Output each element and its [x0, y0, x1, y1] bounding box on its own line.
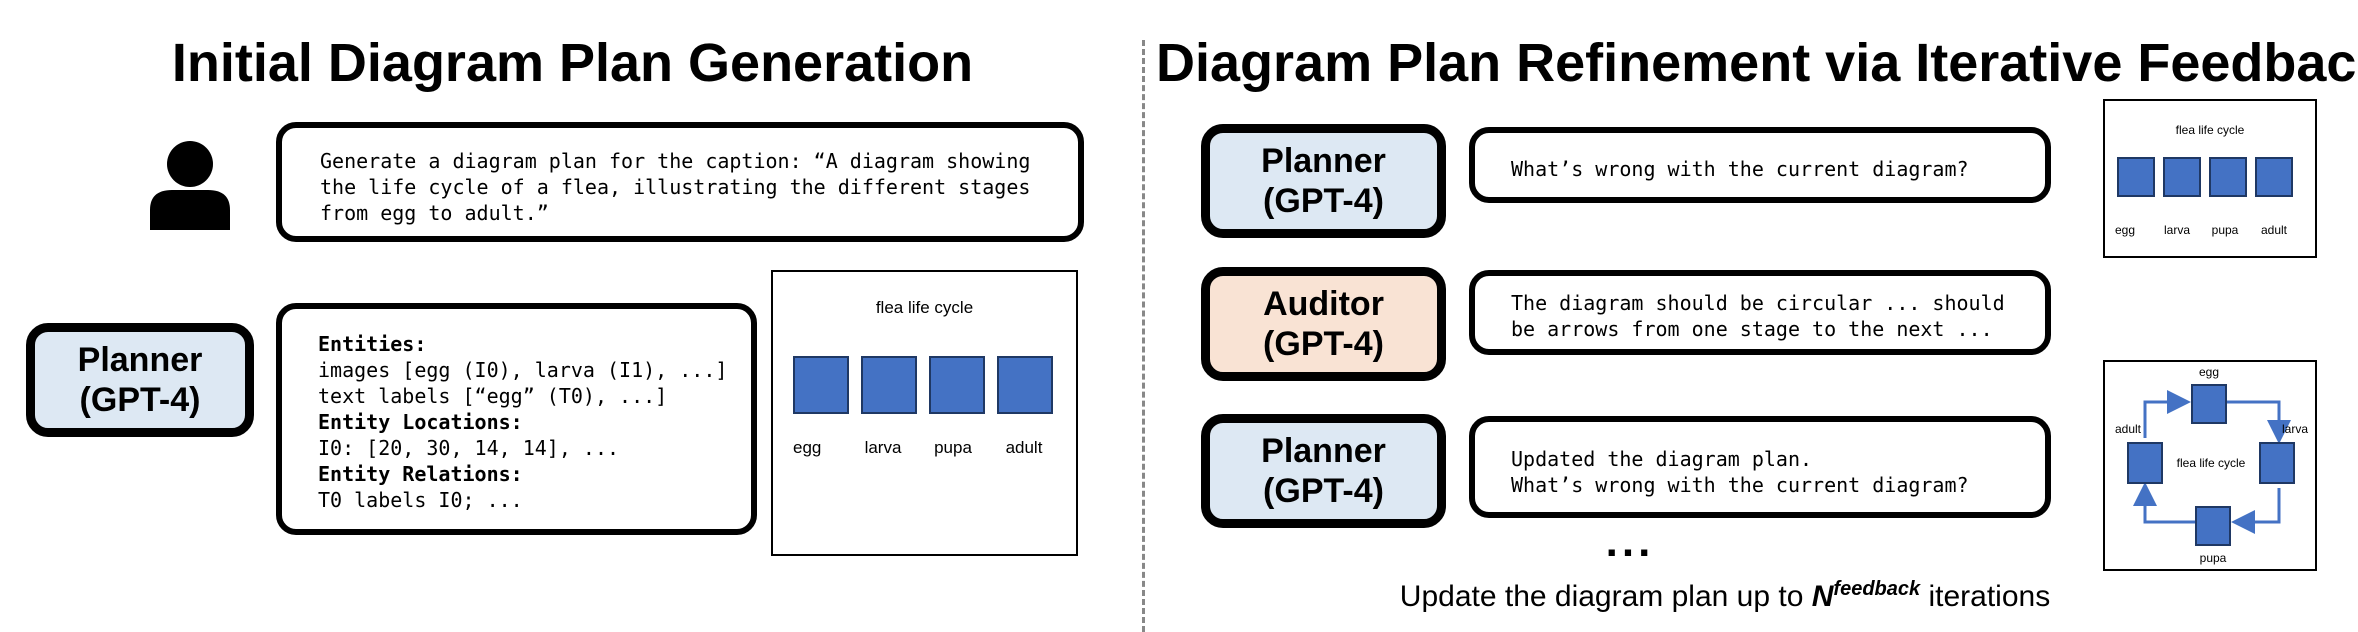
left-panel-title: Initial Diagram Plan Generation	[171, 33, 974, 93]
locations-heading: Entity Locations:	[318, 410, 523, 434]
planner-label-1: Planner	[1261, 142, 1386, 180]
linear-adult-box	[2255, 157, 2293, 197]
linear-diagram-title: flea life cycle	[2175, 123, 2245, 137]
linear-larva-box	[2163, 157, 2201, 197]
linear-pupa-box	[2209, 157, 2247, 197]
planner-model-1: (GPT-4)	[1263, 182, 1384, 220]
planner-label: Planner	[77, 341, 203, 379]
iteration-footer: Update the diagram plan up to Nfeedback …	[1200, 578, 2250, 614]
plan-bubble: Entities: images [egg (I0), larva (I1), …	[276, 303, 757, 535]
entities-heading: Entities:	[318, 332, 427, 356]
linear-egg-label: egg	[2115, 223, 2136, 237]
message-bubble-1: What’s wrong with the current diagram?	[1469, 127, 2051, 203]
cycle-larva-box	[2259, 442, 2295, 484]
auditor-agent-box: Auditor (GPT-4)	[1201, 267, 1446, 381]
ellipsis: ...	[1605, 517, 1655, 566]
linear-adult-label: adult	[2260, 223, 2288, 237]
cycle-larva-label: larva	[2281, 422, 2308, 436]
cycle-pupa-label: pupa	[2199, 551, 2227, 565]
cycle-egg-label: egg	[2198, 365, 2220, 379]
auditor-label: Auditor	[1263, 285, 1384, 323]
linear-pupa-label: pupa	[2211, 223, 2239, 237]
diagram-title: flea life cycle	[875, 298, 974, 317]
stage-egg-box	[793, 356, 849, 414]
relations-line: T0 labels I0; ...	[318, 488, 523, 512]
prompt-bubble: Generate a diagram plan for the caption:…	[276, 122, 1084, 242]
images-line: images [egg (I0), larva (I1), ...]	[318, 358, 728, 382]
plan-text: Entities: images [egg (I0), larva (I1), …	[318, 331, 727, 513]
updated-diagram-circular: flea life cycle egg larva pupa adult	[2103, 360, 2317, 571]
footer-superscript: feedback	[1833, 578, 1921, 600]
cycle-egg-box	[2191, 384, 2227, 424]
stage-larva-label: larva	[864, 438, 902, 457]
planner-label-2: Planner	[1261, 432, 1386, 470]
planner-model: (GPT-4)	[79, 381, 201, 419]
message-text-3: Updated the diagram plan. What’s wrong w…	[1511, 447, 1969, 497]
cycle-adult-label: adult	[2114, 422, 2142, 436]
right-panel-title: Diagram Plan Refinement via Iterative Fe…	[1156, 33, 2358, 93]
cycle-pupa-box	[2195, 506, 2231, 546]
linear-larva-label: larva	[2163, 223, 2190, 237]
stage-adult-box	[997, 356, 1053, 414]
footer-suffix: iterations	[1920, 580, 2051, 613]
text-labels-line: text labels [“egg” (T0), ...]	[318, 384, 668, 408]
planner-agent-box-2: Planner (GPT-4)	[1201, 414, 1446, 528]
locations-line: I0: [20, 30, 14, 14], ...	[318, 436, 620, 460]
message-text-2: The diagram should be circular ... shoul…	[1511, 291, 2005, 341]
auditor-model: (GPT-4)	[1263, 325, 1384, 363]
message-text-1: What’s wrong with the current diagram?	[1511, 157, 1969, 181]
panel-divider	[1142, 40, 1145, 632]
planner-agent-box-1: Planner (GPT-4)	[1201, 124, 1446, 238]
stage-egg-label: egg	[793, 438, 822, 457]
prompt-text: Generate a diagram plan for the caption:…	[320, 149, 1031, 225]
stage-pupa-label: pupa	[934, 438, 972, 457]
linear-egg-box	[2117, 157, 2155, 197]
footer-variable: N	[1811, 580, 1834, 613]
cycle-arrows	[2133, 390, 2291, 534]
relations-heading: Entity Relations:	[318, 462, 523, 486]
stage-larva-box	[861, 356, 917, 414]
initial-diagram: flea life cycle egg larva pupa adult	[771, 270, 1078, 556]
planner-agent-box: Planner (GPT-4)	[26, 323, 254, 437]
footer-prefix: Update the diagram plan up to	[1399, 580, 1812, 613]
message-bubble-2: The diagram should be circular ... shoul…	[1469, 270, 2051, 355]
stage-adult-label: adult	[1005, 438, 1043, 457]
cycle-title: flea life cycle	[2176, 456, 2246, 470]
cycle-adult-box	[2127, 442, 2163, 484]
person-icon	[148, 140, 232, 230]
planner-model-2: (GPT-4)	[1263, 472, 1384, 510]
stage-pupa-box	[929, 356, 985, 414]
current-diagram-linear: flea life cycle egg larva pupa adult	[2103, 99, 2317, 258]
message-bubble-3: Updated the diagram plan. What’s wrong w…	[1469, 416, 2051, 518]
